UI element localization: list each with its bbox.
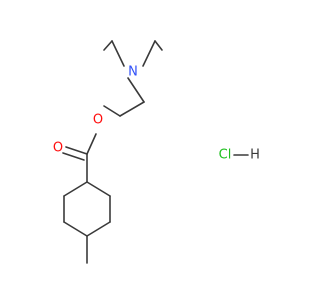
bond-ester-o-carbonyl-c (86, 133, 97, 155)
carbonyl-oxygen-atom-label: O (53, 141, 63, 156)
bond-carbonyl-double-line2 (62, 152, 85, 161)
bond-ring-c6-c1 (63, 181, 88, 197)
chemical-structure-diagram: N O O Cl H (53, 40, 260, 264)
bond-ring-c4-c5 (63, 221, 88, 237)
bond-carbonyl-double-line1 (65, 146, 88, 155)
nitrogen-atom-label: N (128, 65, 138, 80)
bond-layer (62, 40, 249, 264)
structure-canvas: N O O Cl H (52, 40, 260, 264)
bond-n-chain-ch2 (127, 77, 145, 103)
bond-chain-ch2-o (103, 105, 121, 117)
ether-oxygen-atom-label: O (93, 113, 103, 128)
bond-ethyl1-ch2-n (111, 40, 125, 67)
hydrogen-atom-label: H (250, 148, 260, 163)
chlorine-atom-label: Cl (219, 148, 232, 163)
bond-ethyl1-ch3-ch2 (103, 40, 113, 51)
bond-chain-ch2-ch2 (119, 101, 145, 117)
bond-ethyl2-ch2-ch3 (154, 40, 163, 51)
bond-n-ethyl2-ch2 (142, 40, 156, 67)
atom-label-layer: N O O Cl H (53, 65, 260, 163)
bond-ring-c3-c4 (86, 221, 111, 237)
bond-ring-c1-c2 (86, 181, 111, 197)
